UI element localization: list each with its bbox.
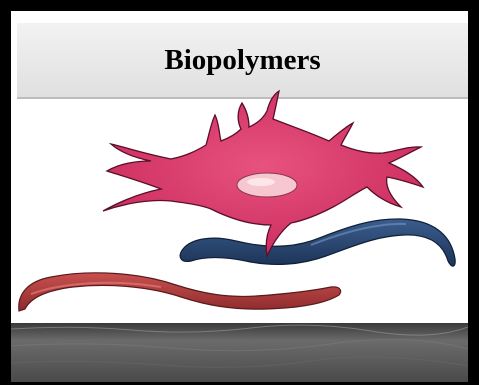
substrate-surface [11,323,468,382]
red-fiber [19,273,341,311]
illustration [11,11,468,382]
blue-fiber [180,219,455,266]
